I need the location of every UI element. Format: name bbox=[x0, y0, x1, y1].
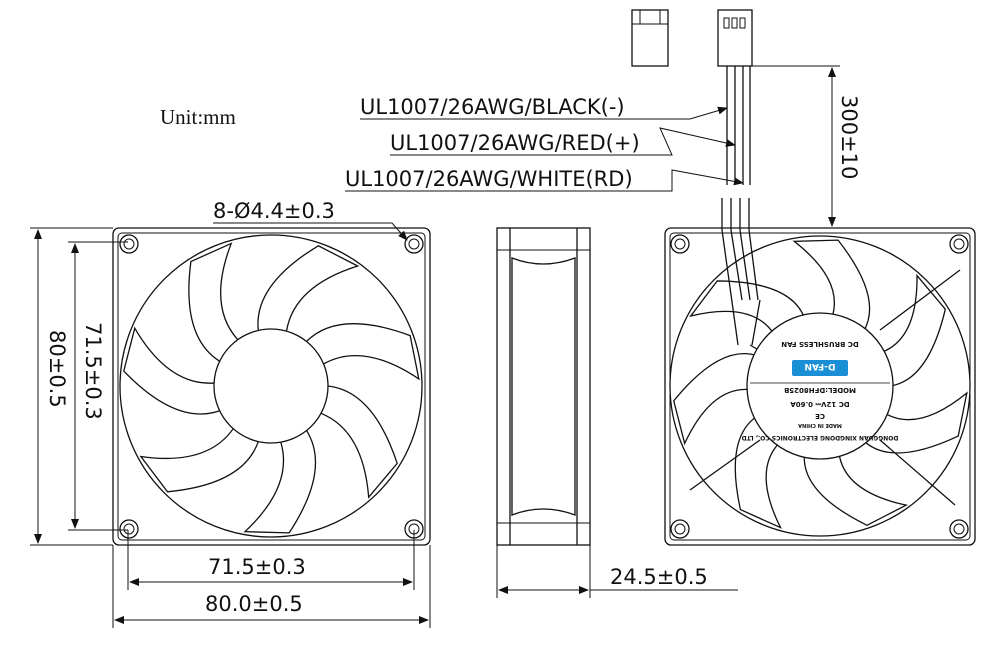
brand-logo: D-FAN bbox=[805, 361, 836, 371]
svg-text:UL1007/26AWG/RED(+): UL1007/26AWG/RED(+) bbox=[390, 131, 640, 155]
dimension-width-outer: 80.0±0.5 bbox=[112, 545, 431, 628]
wire-label-white: UL1007/26AWG/WHITE(RD) bbox=[345, 167, 744, 192]
mounting-hole bbox=[674, 238, 686, 250]
wire-label-black: UL1007/26AWG/BLACK(-) bbox=[360, 95, 728, 120]
svg-text:MODEL:DFH8025B: MODEL:DFH8025B bbox=[784, 386, 856, 394]
fan-blade bbox=[243, 430, 317, 534]
mounting-hole bbox=[123, 523, 135, 535]
mounting-hole bbox=[949, 519, 969, 539]
svg-text:300±10: 300±10 bbox=[837, 95, 861, 179]
svg-text:DONGGUAN XINGDONG ELECTRONICS: DONGGUAN XINGDONG ELECTRONICS CO., LTD bbox=[742, 434, 899, 441]
fan-blade bbox=[734, 415, 782, 529]
fan-side-view bbox=[496, 227, 591, 546]
svg-text:71.5±0.3: 71.5±0.3 bbox=[81, 322, 105, 420]
svg-text:MADE IN CHINA: MADE IN CHINA bbox=[798, 422, 842, 428]
svg-text:UL1007/26AWG/WHITE(RD): UL1007/26AWG/WHITE(RD) bbox=[345, 167, 633, 191]
mounting-hole bbox=[953, 238, 965, 250]
fan-blade bbox=[803, 453, 908, 527]
dimension-lead-length: 300±10 bbox=[752, 65, 861, 227]
fan-blade bbox=[188, 242, 239, 362]
svg-text:80±0.5: 80±0.5 bbox=[45, 330, 69, 408]
fan-blade bbox=[123, 326, 220, 415]
svg-text:DC 12V⎓ 0.60A: DC 12V⎓ 0.60A bbox=[790, 400, 850, 408]
svg-text:DC BRUSHLESS FAN: DC BRUSHLESS FAN bbox=[781, 340, 859, 348]
fan-blade bbox=[863, 391, 968, 454]
dimension-width-inner: 71.5±0.3 bbox=[127, 530, 415, 590]
dimension-height-outer: 80±0.5 bbox=[30, 227, 113, 546]
mounting-hole bbox=[949, 234, 969, 254]
fan-blade bbox=[306, 323, 420, 381]
svg-text:71.5±0.3: 71.5±0.3 bbox=[208, 555, 306, 579]
svg-text:80.0±0.5: 80.0±0.5 bbox=[205, 592, 303, 616]
fan-blade bbox=[792, 239, 871, 332]
svg-text:CE: CE bbox=[815, 412, 825, 420]
wires bbox=[721, 66, 761, 346]
fan-blade bbox=[257, 245, 360, 332]
mounting-hole bbox=[408, 238, 420, 250]
mounting-hole bbox=[119, 519, 139, 539]
fan-blade bbox=[673, 352, 758, 446]
svg-text:UL1007/26AWG/BLACK(-): UL1007/26AWG/BLACK(-) bbox=[360, 95, 625, 119]
mounting-hole bbox=[670, 234, 690, 254]
svg-text:8-Ø4.4±0.3: 8-Ø4.4±0.3 bbox=[213, 199, 335, 223]
fan-blade bbox=[881, 273, 947, 387]
dimension-depth: 24.5±0.5 bbox=[496, 545, 738, 598]
dimension-height-inner: 71.5±0.3 bbox=[68, 241, 128, 531]
mounting-hole bbox=[123, 238, 135, 250]
fan-blade bbox=[320, 385, 398, 499]
mounting-hole bbox=[119, 234, 139, 254]
fan-blade bbox=[689, 280, 806, 334]
svg-text:24.5±0.5: 24.5±0.5 bbox=[610, 565, 708, 589]
fan-blade bbox=[139, 428, 259, 493]
unit-label: Unit:mm bbox=[160, 105, 236, 129]
fan-label: DONGGUAN XINGDONG ELECTRONICS CO., LTD M… bbox=[742, 340, 899, 441]
mounting-hole bbox=[404, 234, 424, 254]
connector-front-view bbox=[717, 9, 753, 67]
dimension-holes: 8-Ø4.4±0.3 bbox=[213, 199, 408, 241]
fan-front-view bbox=[112, 227, 431, 546]
mounting-hole bbox=[674, 523, 686, 535]
connector-side-view bbox=[631, 9, 669, 67]
mounting-hole bbox=[953, 523, 965, 535]
wire-label-red: UL1007/26AWG/RED(+) bbox=[390, 127, 736, 156]
mounting-hole bbox=[670, 519, 690, 539]
fan-back-view: DONGGUAN XINGDONG ELECTRONICS CO., LTD M… bbox=[664, 227, 976, 546]
